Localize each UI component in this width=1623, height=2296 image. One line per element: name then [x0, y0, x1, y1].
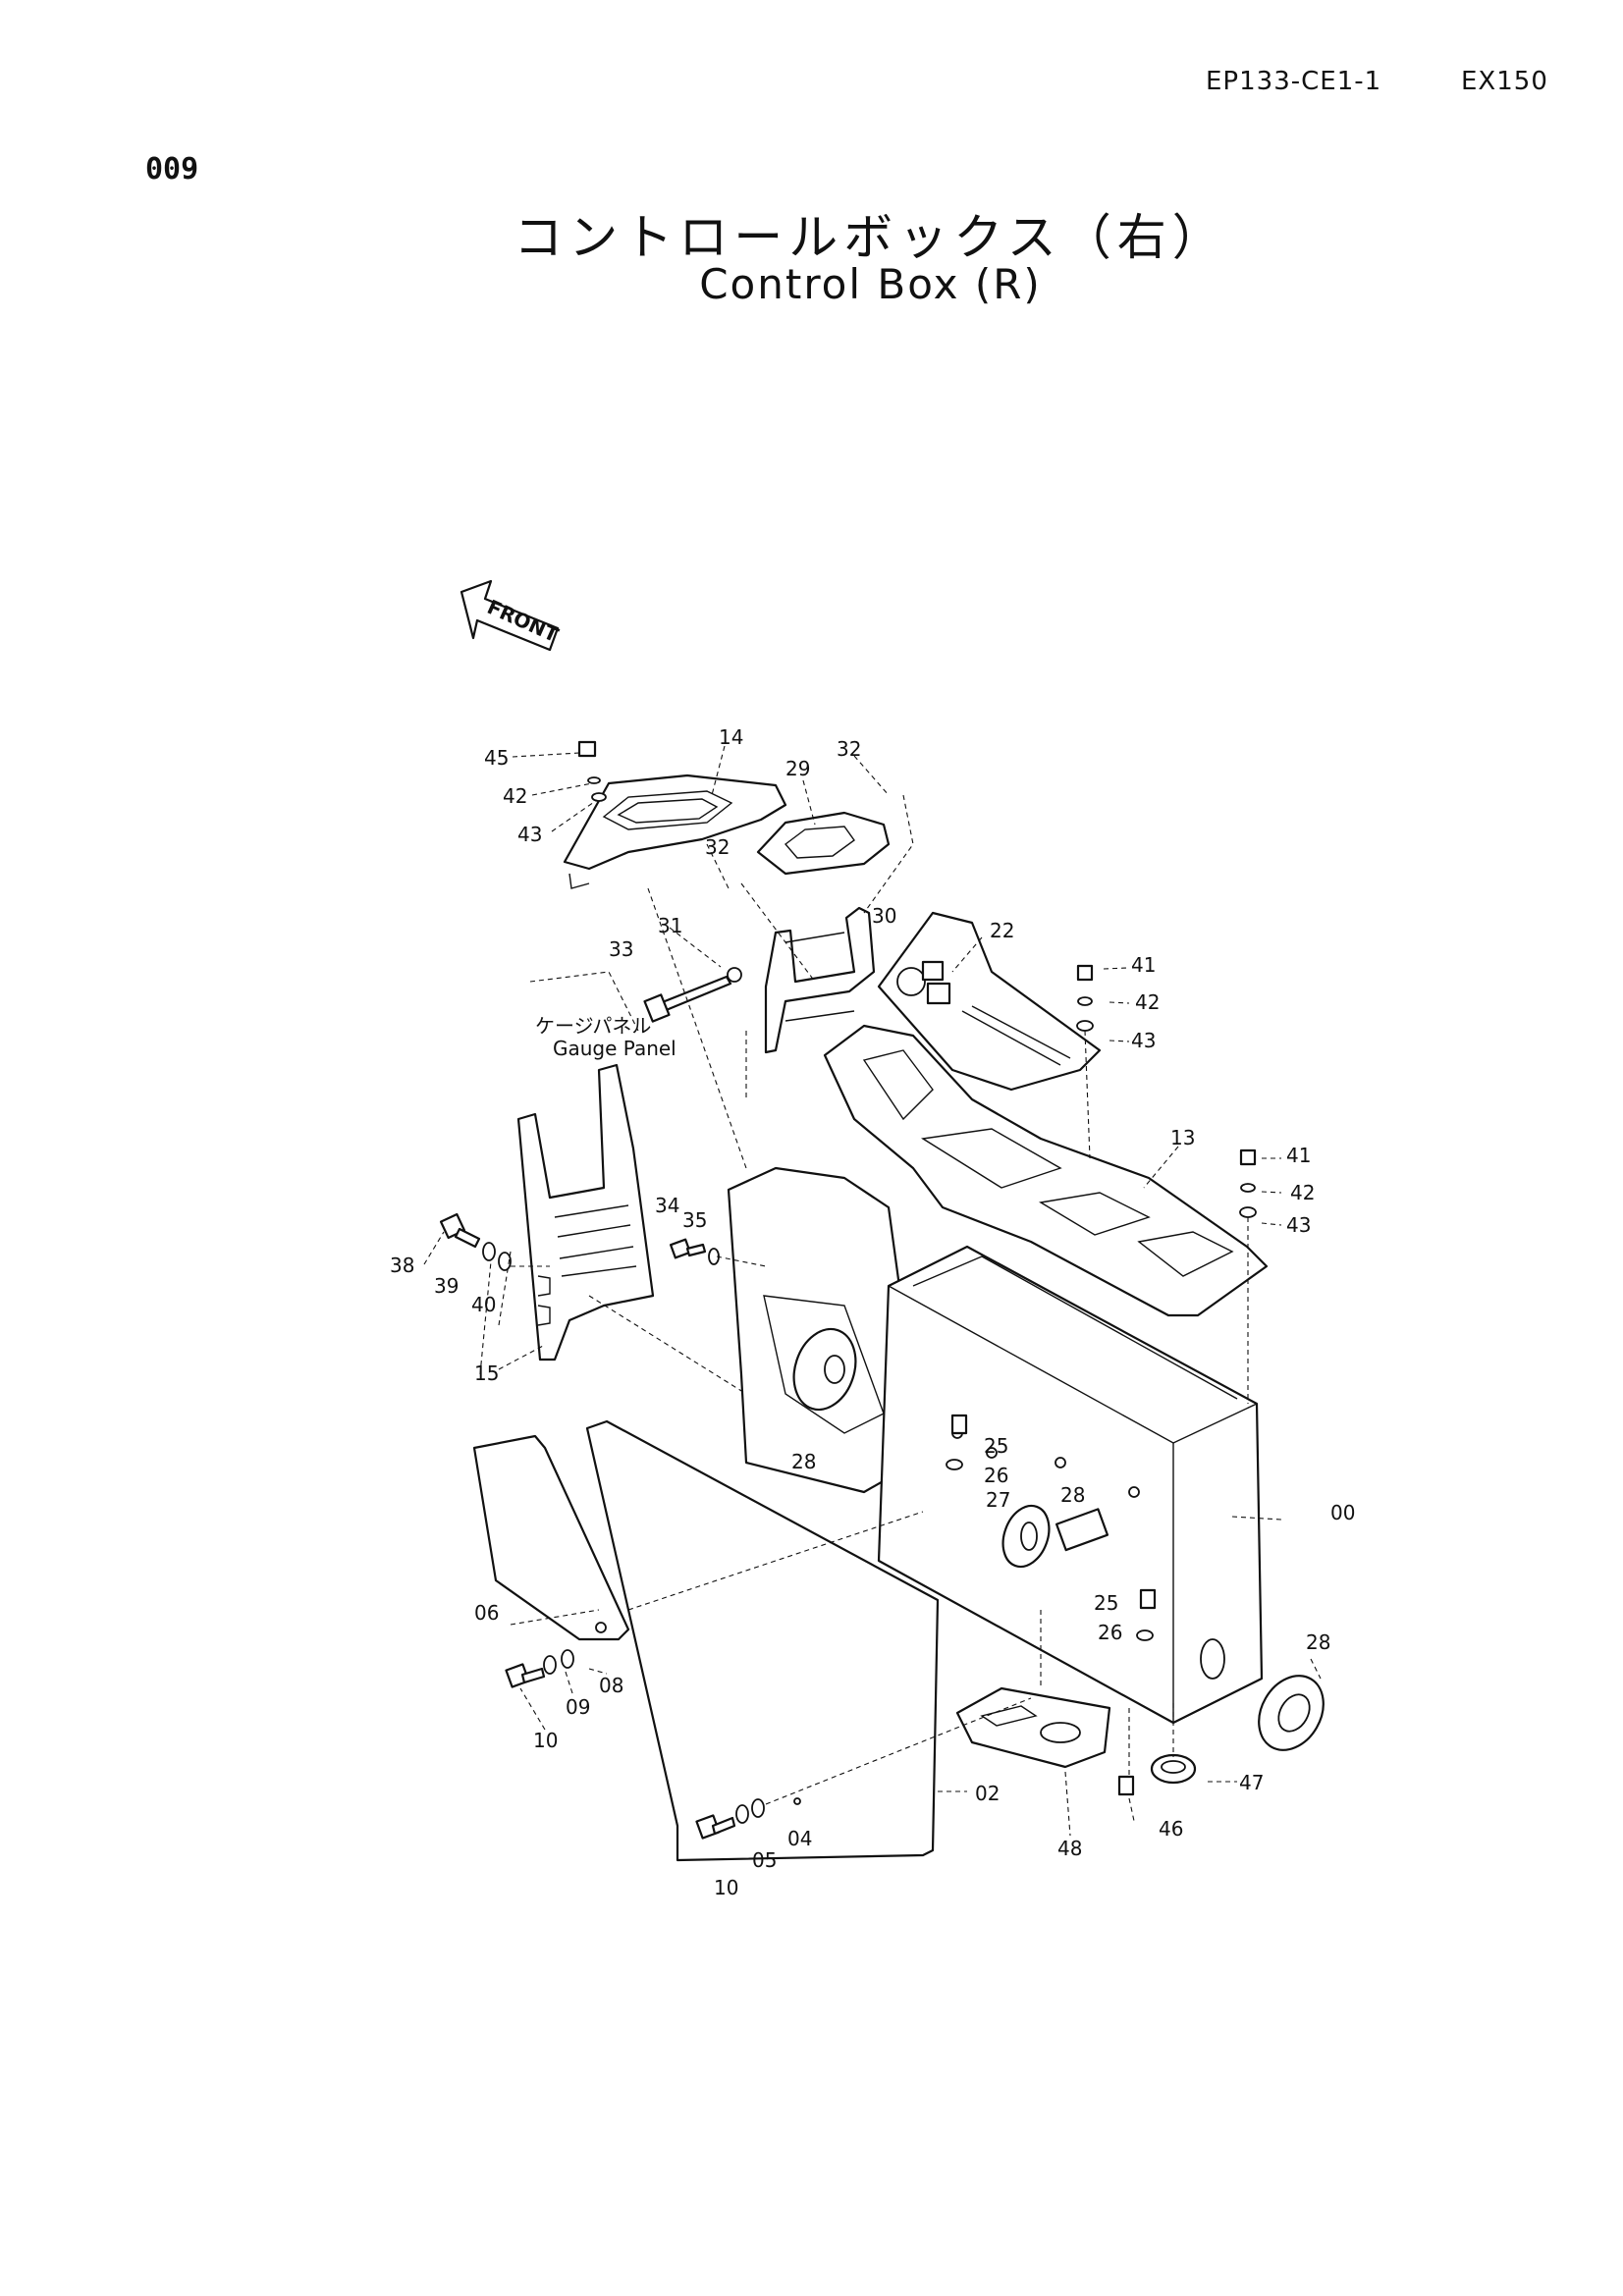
bolt-33-part: [643, 967, 742, 1023]
callout-31: 31: [658, 914, 682, 937]
bolt-group-10b-part: [695, 1798, 765, 1840]
bolt-group-34-part: [669, 1238, 720, 1265]
page-number: 009: [145, 152, 199, 187]
callout-22: 22: [990, 919, 1014, 942]
switch-panel-part: [877, 911, 1102, 1092]
callout-04: 04: [787, 1827, 812, 1850]
callout-32: 32: [705, 835, 730, 859]
callout-28: 28: [1306, 1630, 1330, 1654]
callout-33: 33: [609, 937, 633, 961]
callout-38: 38: [390, 1254, 414, 1277]
top-bracket-part: [563, 774, 787, 889]
bolt-group-41-part: [1076, 964, 1094, 1032]
callout-34: 34: [655, 1194, 679, 1217]
callout-41: 41: [1286, 1144, 1311, 1167]
callout-05: 05: [752, 1848, 777, 1872]
callout-09: 09: [566, 1695, 590, 1719]
callout-43: 43: [1286, 1213, 1311, 1237]
callout-15: 15: [474, 1362, 499, 1385]
callout-29: 29: [785, 757, 810, 780]
callout-40: 40: [471, 1293, 496, 1316]
front-arrow-icon: FRONT: [460, 579, 563, 652]
callout-13: 13: [1170, 1126, 1195, 1149]
bracket-pair-part: [764, 906, 876, 1054]
callout-46: 46: [1159, 1817, 1183, 1841]
callout-02: 02: [975, 1782, 1000, 1805]
cover-plate-part: [756, 811, 891, 876]
callout-42: 42: [1135, 990, 1160, 1014]
gauge-panel-part: [516, 1063, 655, 1362]
bolt-group-45-part: [577, 740, 607, 802]
callout-06: 06: [474, 1601, 499, 1625]
callout-45: 45: [484, 746, 509, 770]
large-cover-plate-part: [585, 1419, 940, 1862]
gauge-panel-label-en: Gauge Panel: [553, 1037, 676, 1060]
callout-35: 35: [682, 1208, 707, 1232]
page-title-japanese: コントロールボックス（右）: [514, 209, 1227, 266]
callout-25: 25: [984, 1434, 1008, 1458]
gauge-panel-label-jp: ケージパネル: [535, 1014, 651, 1038]
callout-10: 10: [533, 1729, 558, 1752]
callout-42: 42: [1290, 1181, 1315, 1204]
callout-10: 10: [714, 1876, 738, 1899]
bushing-46-part: [1117, 1775, 1135, 1796]
callout-25: 25: [1094, 1591, 1118, 1615]
callout-43: 43: [1131, 1029, 1156, 1052]
callout-14: 14: [719, 725, 743, 749]
upper-console-frame-part: [823, 1024, 1269, 1317]
bolt-group-10a-part: [505, 1649, 574, 1688]
pivot-side-plate-part: [727, 1166, 935, 1494]
callout-28: 28: [791, 1450, 816, 1473]
document-code: EP133-CE1-1: [1206, 67, 1382, 96]
callout-32: 32: [837, 737, 861, 761]
callout-28: 28: [1060, 1483, 1085, 1507]
callout-43: 43: [517, 823, 542, 846]
bolt-group-41b-part: [1239, 1148, 1257, 1218]
grommet-28-part: [1258, 1675, 1325, 1751]
main-box-body-part: [877, 1245, 1264, 1725]
bolt-group-38-part: [439, 1212, 512, 1271]
grommet-47-part: [1150, 1753, 1197, 1785]
bottom-plate-part: [955, 1686, 1111, 1769]
callout-42: 42: [503, 784, 527, 808]
assembly-leader-lines: [423, 745, 1322, 1837]
callout-26: 26: [984, 1464, 1008, 1487]
callout-08: 08: [599, 1674, 623, 1697]
model-number: EX150: [1461, 67, 1548, 96]
small-side-cover-part: [472, 1434, 630, 1641]
callout-00: 00: [1330, 1501, 1355, 1524]
bolt-group-25-part: [946, 1414, 1157, 1641]
callout-30: 30: [872, 904, 896, 928]
callout-48: 48: [1057, 1837, 1082, 1860]
callout-47: 47: [1239, 1771, 1264, 1794]
callout-labels: 45 14 32 29 42 43 32 31 30 33 22 41 42 4…: [390, 725, 1355, 1899]
page-title-english: Control Box (R): [699, 260, 1042, 308]
callout-26: 26: [1098, 1621, 1122, 1644]
callout-27: 27: [986, 1488, 1010, 1512]
callout-39: 39: [434, 1274, 459, 1298]
callout-41: 41: [1131, 953, 1156, 977]
